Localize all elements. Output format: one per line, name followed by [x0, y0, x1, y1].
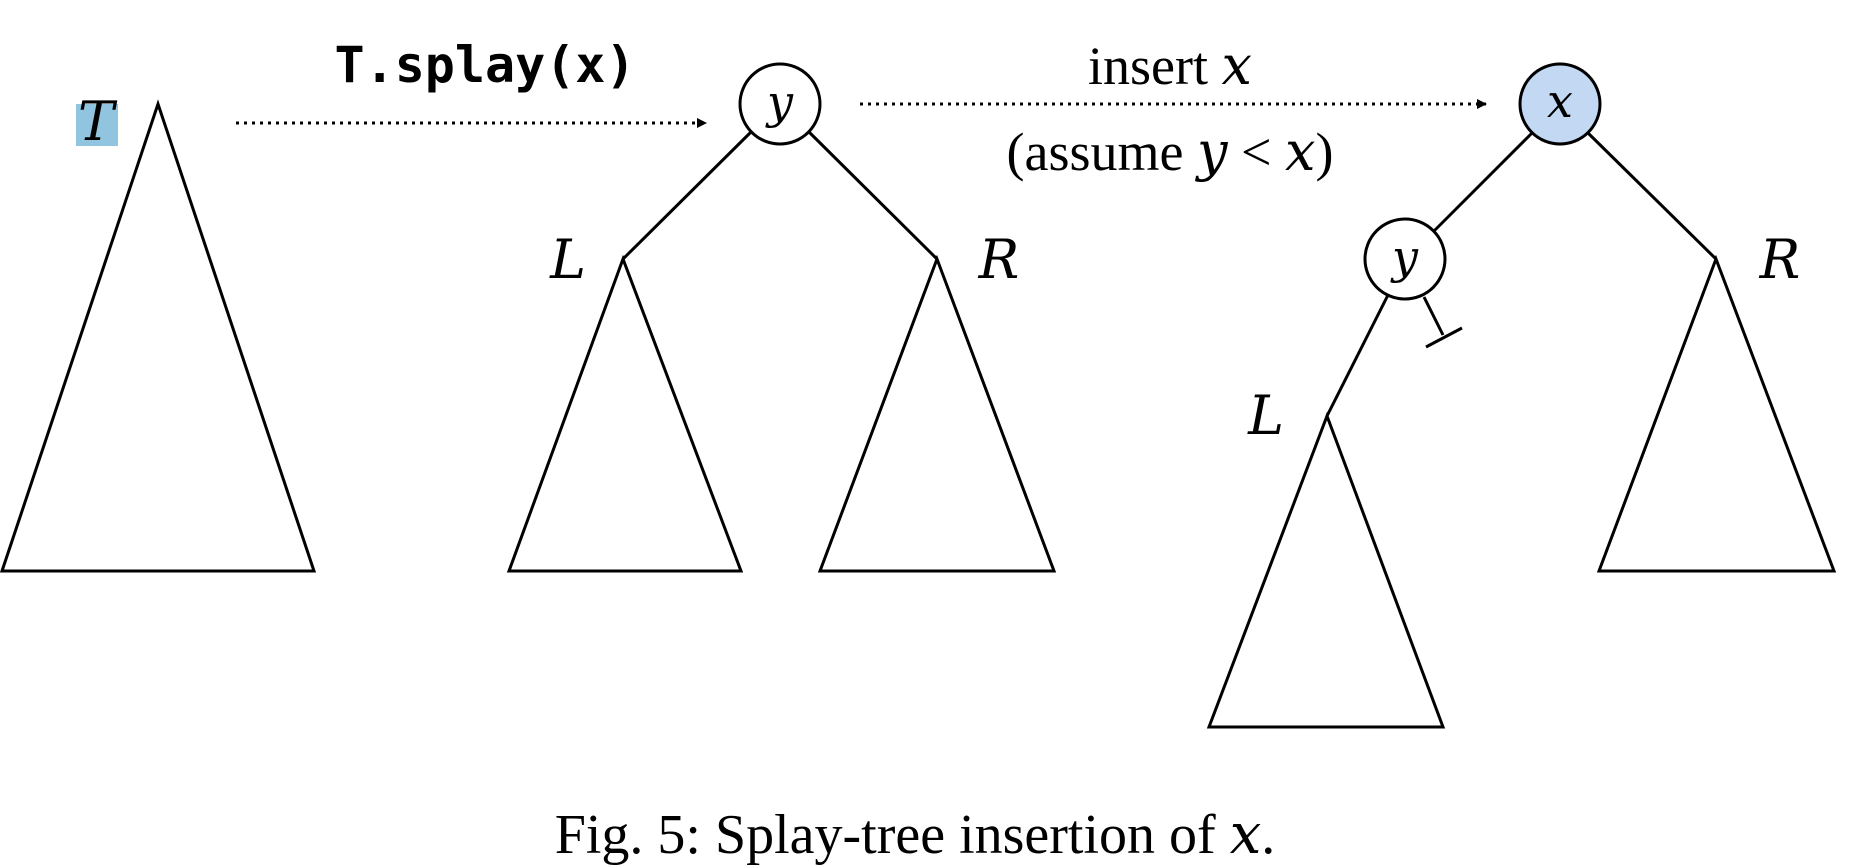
result-edge-y-null	[1422, 296, 1445, 336]
assume-label: (assume y < x)	[1007, 120, 1334, 183]
middle-right-subtree	[817, 254, 1057, 573]
result-edge-root-y	[1430, 131, 1534, 235]
middle-root-node	[738, 62, 822, 146]
middle-root-label: y	[765, 75, 794, 129]
null-pointer-icon	[1425, 326, 1463, 349]
tree-T-highlight	[76, 104, 118, 146]
result-edge-y-left	[1325, 294, 1390, 417]
tree-T-label: T	[78, 90, 118, 153]
result-child-node	[1363, 217, 1447, 301]
result-left-subtree	[1206, 411, 1446, 729]
middle-left-label: L	[549, 228, 586, 291]
insert-label: insert x	[1088, 34, 1252, 97]
result-edge-root-right	[1586, 131, 1718, 261]
middle-tree-group: y L R	[506, 62, 1057, 573]
middle-left-subtree	[506, 254, 744, 573]
result-root-node	[1518, 62, 1602, 146]
result-left-label: L	[1247, 384, 1284, 447]
splay-op-label: T.splay(x)	[334, 36, 635, 94]
tree-T-group: T	[0, 90, 317, 573]
result-right-label: R	[1759, 228, 1801, 291]
middle-right-label: R	[978, 228, 1020, 291]
middle-edge-right	[806, 129, 939, 261]
result-right-subtree	[1596, 254, 1837, 573]
splay-arrow-group: T.splay(x)	[236, 36, 707, 128]
middle-edge-left	[621, 129, 754, 261]
tree-T-triangle	[0, 99, 317, 573]
result-root-label: x	[1547, 74, 1573, 128]
result-tree-group: x y L R	[1206, 62, 1837, 729]
insert-arrow-group: insert x (assume y < x)	[860, 34, 1487, 183]
result-child-label: y	[1390, 230, 1419, 284]
figure-caption: Fig. 5: Splay-tree insertion of x.	[555, 802, 1276, 867]
